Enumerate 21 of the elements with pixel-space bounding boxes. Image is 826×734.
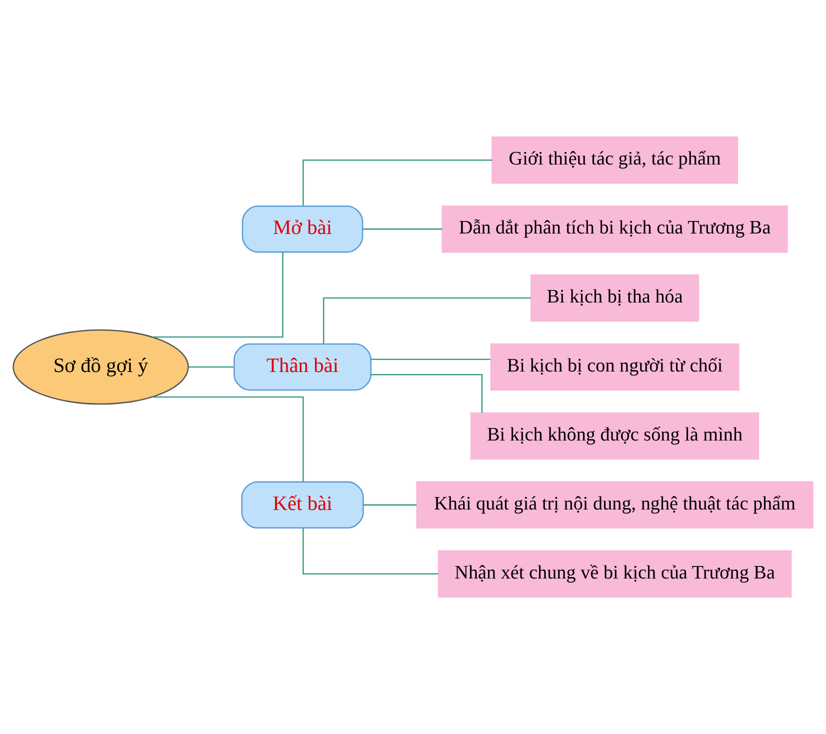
connector bbox=[362, 228, 442, 230]
node-box: Bi kịch không được sống là mình bbox=[470, 412, 760, 460]
node-ellipse: Sơ đồ gợi ý bbox=[12, 329, 189, 405]
node-box: Giới thiệu tác giả, tác phẩm bbox=[492, 136, 738, 184]
connector bbox=[371, 358, 490, 360]
connector bbox=[152, 396, 304, 482]
connector bbox=[152, 252, 284, 338]
node-box: Thân bài bbox=[234, 343, 372, 391]
connector bbox=[363, 504, 417, 506]
node-box: Bi kịch bị con người từ chối bbox=[490, 343, 740, 391]
node-box: Dẫn dắt phân tích bi kịch của Trương Ba bbox=[442, 205, 788, 253]
connector bbox=[322, 297, 531, 344]
node-box: Khái quát giá trị nội dung, nghệ thuật tác phẩm bbox=[416, 481, 814, 529]
node-box: Bi kịch bị tha hóa bbox=[530, 274, 700, 322]
node-box: Kết bài bbox=[241, 481, 364, 529]
connector bbox=[370, 374, 483, 413]
node-box: Nhận xét chung về bi kịch của Trương Ba bbox=[438, 550, 792, 598]
connector bbox=[302, 528, 438, 575]
connector bbox=[188, 366, 234, 368]
node-box: Mở bài bbox=[242, 205, 364, 253]
connector bbox=[302, 159, 492, 206]
